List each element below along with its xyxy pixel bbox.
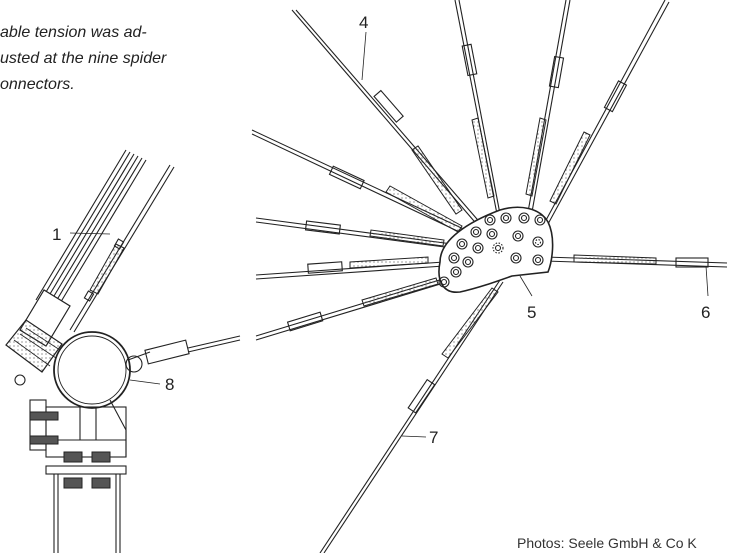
cable-sleeves — [286, 43, 709, 414]
spider-turnbuckles — [349, 117, 657, 359]
leader-5 — [519, 275, 533, 297]
spider-node-plate — [438, 206, 554, 293]
label-7: 7 — [429, 428, 438, 447]
node-bolts — [438, 212, 546, 288]
column-clamp-detail — [5, 149, 241, 553]
caption-line-1: able tension was ad- — [0, 24, 147, 41]
round-tube — [53, 331, 241, 409]
leader-7 — [401, 435, 427, 438]
spider-cables — [251, 0, 728, 553]
column-bracket — [29, 399, 127, 553]
label-6: 6 — [701, 303, 710, 322]
label-8: 8 — [165, 375, 174, 394]
leader-8 — [129, 379, 161, 385]
cable-bundle — [35, 149, 147, 311]
leader-6 — [705, 265, 709, 297]
label-5: 5 — [527, 303, 536, 322]
leader-1 — [69, 232, 111, 235]
caption-text: able tension was ad- usted at the nine s… — [0, 20, 220, 98]
label-4: 4 — [359, 13, 368, 32]
caption-line-2: usted at the nine spider — [0, 50, 167, 67]
photo-credit: Photos: Seele GmbH & Co K — [517, 535, 697, 551]
caption-line-3: onnectors. — [0, 76, 75, 93]
spider-connector-detail — [251, 0, 728, 553]
leader-4 — [361, 31, 367, 81]
left-turnbuckle — [69, 164, 175, 333]
label-1: 1 — [52, 225, 61, 244]
clamp-block — [5, 289, 71, 386]
